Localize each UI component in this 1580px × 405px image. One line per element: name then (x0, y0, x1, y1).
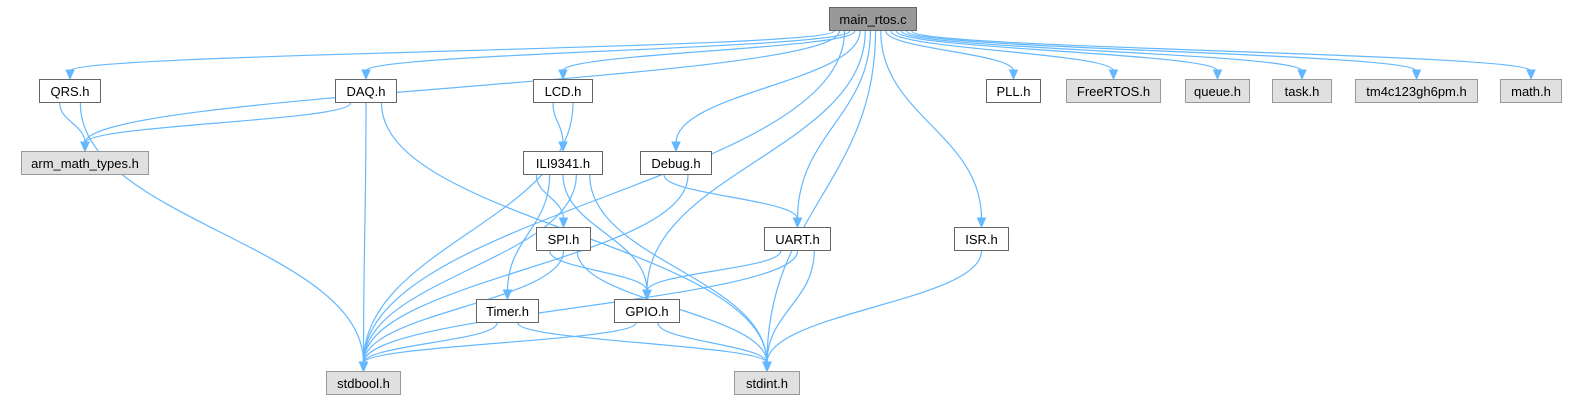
node-main-rtos-c: main_rtos.c (829, 7, 917, 31)
edge-arrowhead (976, 217, 987, 229)
node-qrs-h[interactable]: QRS.h (39, 79, 101, 103)
node-gpio-h[interactable]: GPIO.h (614, 299, 680, 323)
node-freertos-h: FreeRTOS.h (1066, 79, 1161, 103)
edge-spi-h-to-stdbool-h (362, 250, 565, 364)
node-spi-h[interactable]: SPI.h (536, 227, 591, 251)
edge-gpio-h-to-stdint-h (657, 322, 768, 364)
node-uart-h[interactable]: UART.h (764, 227, 831, 251)
edge-arrowhead (358, 361, 369, 373)
edge-qrs-h-to-arm-math-types-h (59, 102, 86, 144)
edge-arrowhead (558, 141, 568, 153)
edge-arrowhead (1526, 69, 1536, 81)
edge-arrowhead (762, 361, 772, 373)
edge-arrowhead (558, 69, 568, 81)
edge-arrowhead (671, 141, 681, 153)
edge-lcd-h-to-stdbool-h (362, 102, 574, 364)
edge-timer-h-to-stdbool-h (362, 322, 498, 364)
edge-arrowhead (642, 289, 652, 301)
edge-main-rtos-c-to-task-h (900, 30, 1303, 72)
edge-debug-h-to-uart-h (663, 174, 799, 220)
edge-main-rtos-c-to-isr-h (880, 30, 983, 220)
edge-main-rtos-c-to-arm-math-types-h (84, 30, 840, 144)
node-debug-h[interactable]: Debug.h (640, 151, 712, 175)
node-tm4c123gh6pm-h: tm4c123gh6pm.h (1355, 79, 1478, 103)
edge-main-rtos-c-to-daq-h (365, 30, 851, 72)
node-arm-math-types-h: arm_math_types.h (21, 151, 149, 175)
edge-ili9341-h-to-stdbool-h (362, 174, 577, 364)
edge-arrowhead (80, 141, 90, 153)
edge-uart-h-to-stdbool-h (362, 250, 799, 364)
node-pll-h[interactable]: PLL.h (986, 79, 1041, 103)
edge-main-rtos-c-to-stdint-h (766, 30, 877, 364)
edge-debug-h-to-stdbool-h (362, 174, 689, 364)
edge-isr-h-to-stdint-h (766, 250, 983, 364)
edge-main-rtos-c-to-stdbool-h (362, 30, 846, 364)
node-isr-h[interactable]: ISR.h (954, 227, 1009, 251)
edge-arrowhead (65, 69, 75, 81)
edge-qrs-h-to-stdbool-h (79, 102, 365, 364)
edge-arrowhead (1108, 69, 1119, 81)
edge-ili9341-h-to-gpio-h (562, 174, 648, 292)
edge-uart-h-to-stdint-h (766, 250, 815, 364)
edge-arrowhead (1212, 69, 1223, 81)
node-daq-h[interactable]: DAQ.h (335, 79, 397, 103)
node-queue-h: queue.h (1185, 79, 1250, 103)
edge-arrowhead (1008, 69, 1019, 81)
edge-main-rtos-c-to-freertos-h (890, 30, 1115, 72)
edge-main-rtos-c-to-qrs-h (69, 30, 835, 72)
edge-main-rtos-c-to-queue-h (895, 30, 1219, 72)
edge-ili9341-h-to-stdint-h (589, 174, 768, 364)
node-stdbool-h: stdbool.h (326, 371, 401, 395)
node-ili9341-h[interactable]: ILI9341.h (523, 151, 603, 175)
edge-lcd-h-to-ili9341-h (552, 102, 564, 144)
edge-gpio-h-to-stdbool-h (362, 322, 637, 364)
edge-arrowhead (558, 217, 569, 229)
edge-main-rtos-c-to-math-h (911, 30, 1532, 72)
node-lcd-h[interactable]: LCD.h (533, 79, 593, 103)
edge-arrowhead (1411, 69, 1422, 81)
edge-arrowhead (792, 217, 803, 229)
edge-main-rtos-c-to-tm4c123gh6pm-h (906, 30, 1418, 72)
edge-main-rtos-c-to-gpio-h (646, 30, 866, 292)
edge-ili9341-h-to-spi-h (535, 174, 565, 220)
node-task-h: task.h (1272, 79, 1332, 103)
edge-main-rtos-c-to-pll-h (885, 30, 1015, 72)
edge-main-rtos-c-to-debug-h (675, 30, 861, 144)
edge-arrowhead (361, 69, 371, 81)
edge-arrowhead (1297, 69, 1307, 81)
edge-timer-h-to-stdint-h (517, 322, 768, 364)
node-math-h: math.h (1500, 79, 1562, 103)
edge-main-rtos-c-to-lcd-h (562, 30, 856, 72)
node-stdint-h: stdint.h (734, 371, 800, 395)
edge-spi-h-to-gpio-h (549, 250, 648, 292)
edge-daq-h-to-stdbool-h (362, 102, 367, 364)
edge-uart-h-to-gpio-h (646, 250, 782, 292)
edge-daq-h-to-arm-math-types-h (84, 102, 352, 144)
node-timer-h[interactable]: Timer.h (476, 299, 539, 323)
edge-main-rtos-c-to-uart-h (796, 30, 872, 220)
